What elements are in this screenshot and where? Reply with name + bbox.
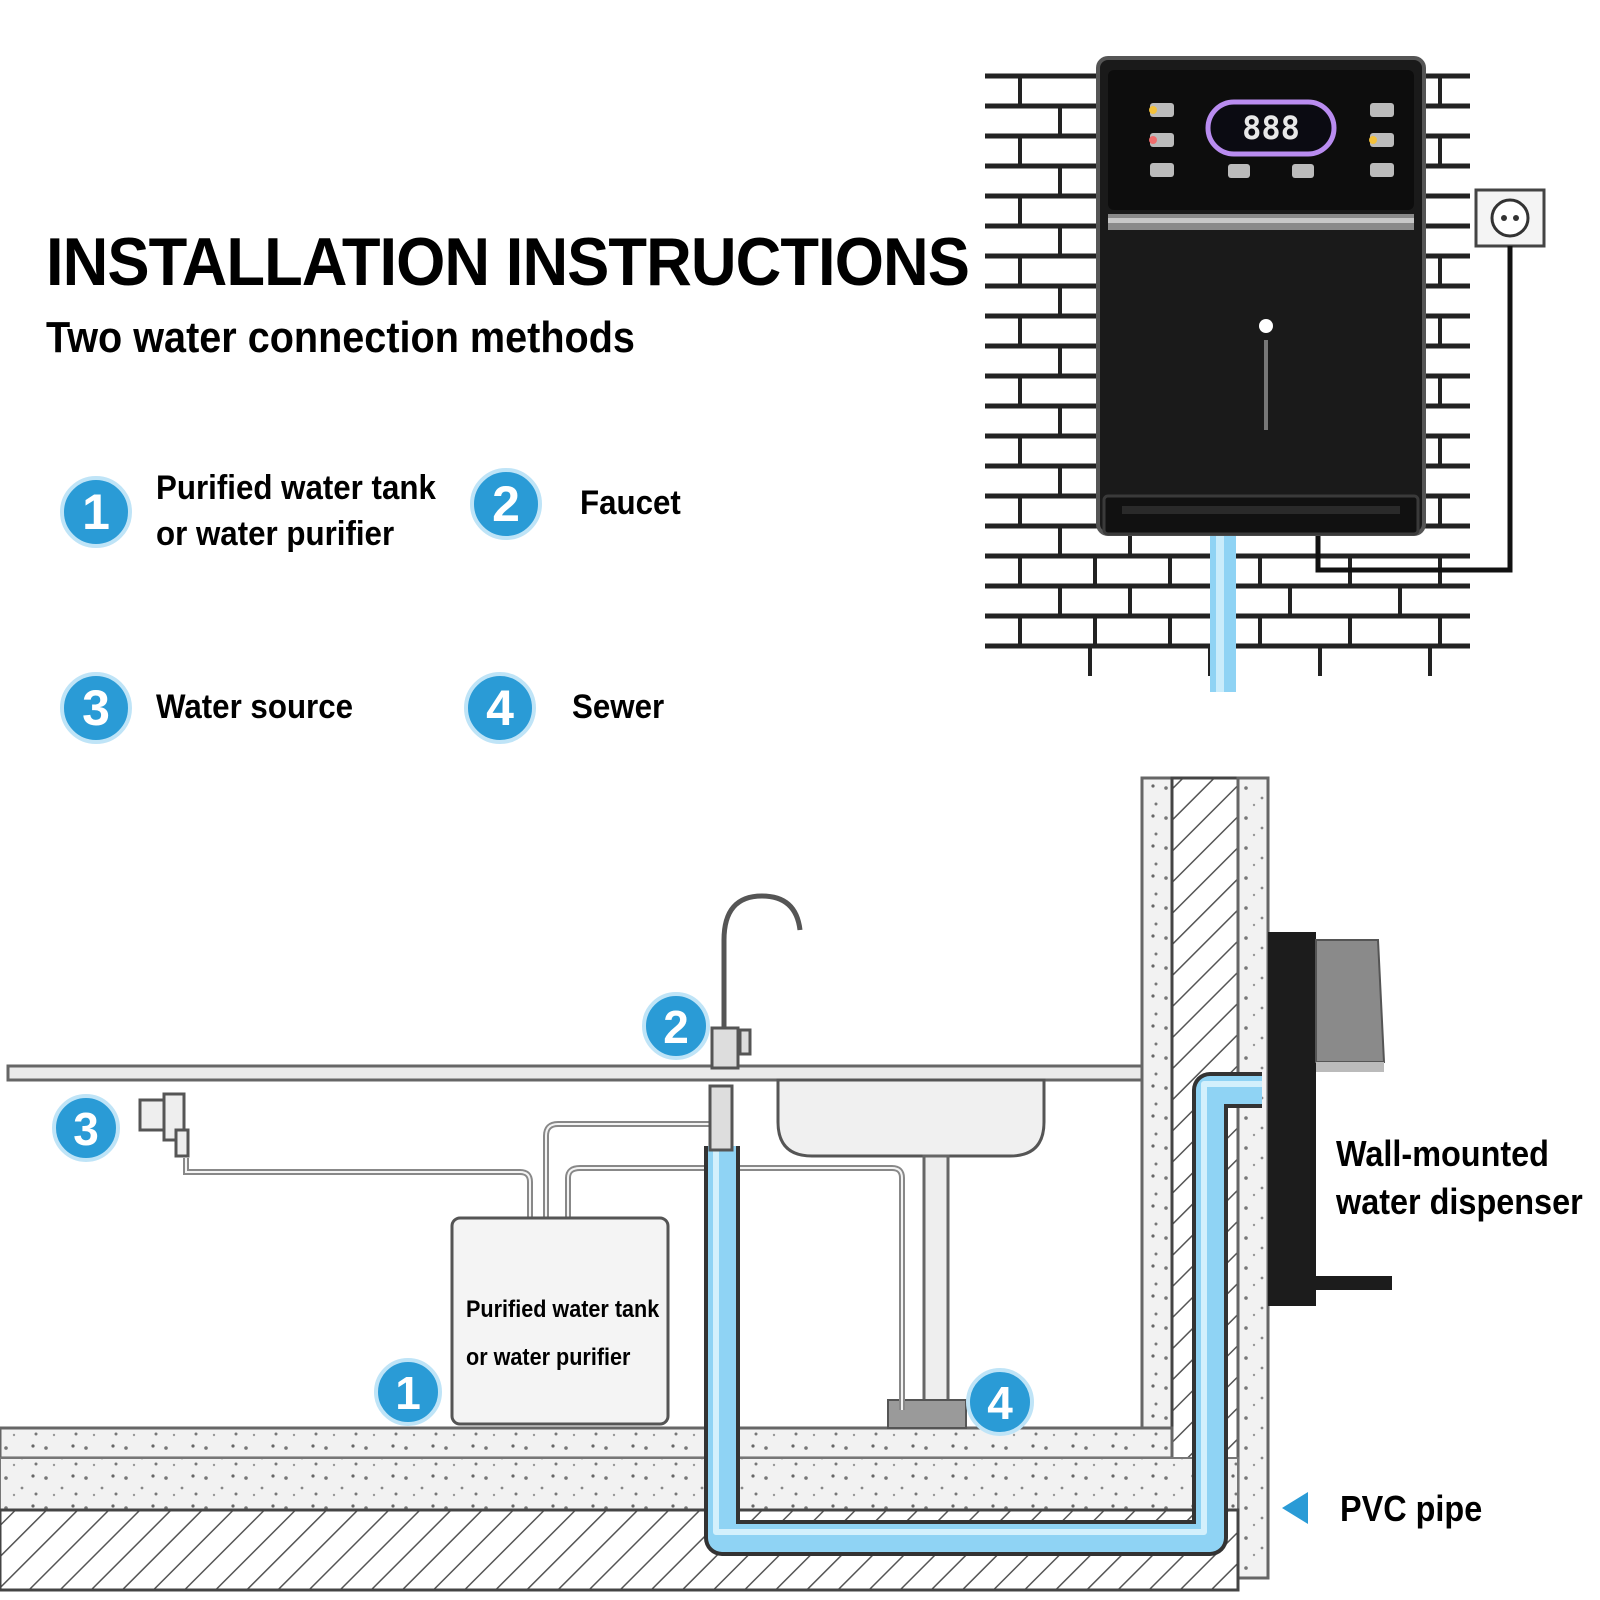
water-source-valve-icon [138,1092,190,1158]
number-badge-1: 1 [60,475,132,548]
faucet-icon [710,893,803,1070]
legend-label-4: Sewer [572,688,665,727]
purified-water-tank [450,1216,670,1426]
marker-4: 4 [966,1368,1034,1436]
dispenser-side-view [1268,932,1392,1306]
tank-label: Purified water tank or water purifier [466,1296,660,1371]
number-badge-4: 4 [464,672,536,744]
dispenser-label: Wall-mounted water dispenser [1336,1133,1583,1222]
pvc-pipe-label: PVC pipe [1340,1488,1483,1529]
number-badge-2: 2 [470,468,542,540]
marker-2: 2 [642,992,710,1060]
page-title: INSTALLATION INSTRUCTIONS [46,224,970,300]
svg-text:4: 4 [987,1377,1013,1429]
marker-3: 3 [52,1094,120,1162]
svg-text:3: 3 [73,1103,99,1155]
number-badge-3: 3 [60,672,132,744]
svg-text:2: 2 [663,1001,689,1053]
page-subtitle: Two water connection methods [46,313,635,362]
sink-bowl [776,1078,1046,1158]
legend-label-1: Purified water tank or water purifier [156,469,436,553]
floor-section [0,1426,1240,1592]
sink-drain-pipe [922,1154,950,1408]
legend-label-2: Faucet [580,484,681,523]
countertop [6,1064,1144,1082]
legend-item-3: 3 Water source [60,672,370,744]
marker-1: 1 [374,1358,442,1426]
pipe-pointer-arrow [1282,1492,1308,1524]
legend-item-2: 2 Faucet [470,468,690,540]
legend-item-1: 1 Purified water tank or water purifier [60,466,460,558]
svg-text:1: 1 [395,1367,421,1419]
legend-item-4: 4 Sewer [464,672,672,744]
legend-label-3: Water source [156,688,354,727]
